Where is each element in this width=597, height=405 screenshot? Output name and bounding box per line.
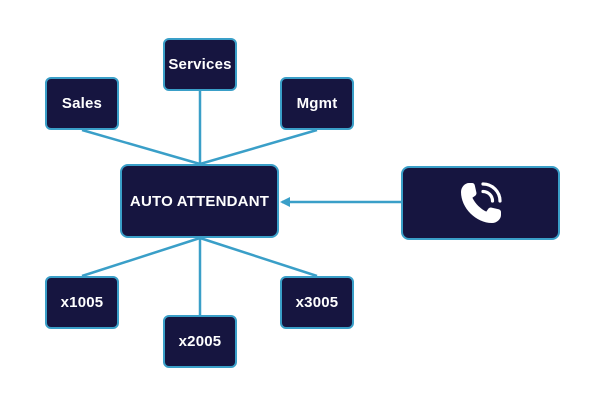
connector-x3005 bbox=[199, 236, 318, 278]
phone-ringing-icon bbox=[455, 177, 507, 229]
auto-attendant-node: AUTO ATTENDANT bbox=[120, 164, 279, 238]
connector-mgmt bbox=[199, 128, 318, 166]
mgmt-label: Mgmt bbox=[296, 95, 338, 112]
connector-x1005 bbox=[81, 236, 201, 278]
services-label: Services bbox=[168, 56, 232, 73]
x2005-node: x2005 bbox=[163, 315, 237, 368]
x1005-label: x1005 bbox=[60, 294, 104, 311]
mgmt-node: Mgmt bbox=[280, 77, 354, 130]
sales-label: Sales bbox=[61, 95, 103, 112]
sales-node: Sales bbox=[45, 77, 119, 130]
x1005-node: x1005 bbox=[45, 276, 119, 329]
connector-sales bbox=[81, 128, 201, 166]
auto-attendant-label: AUTO ATTENDANT bbox=[129, 192, 270, 210]
x3005-node: x3005 bbox=[280, 276, 354, 329]
x3005-label: x3005 bbox=[295, 294, 339, 311]
incoming-call-node bbox=[401, 166, 560, 240]
services-node: Services bbox=[163, 38, 237, 91]
x2005-label: x2005 bbox=[178, 333, 222, 350]
